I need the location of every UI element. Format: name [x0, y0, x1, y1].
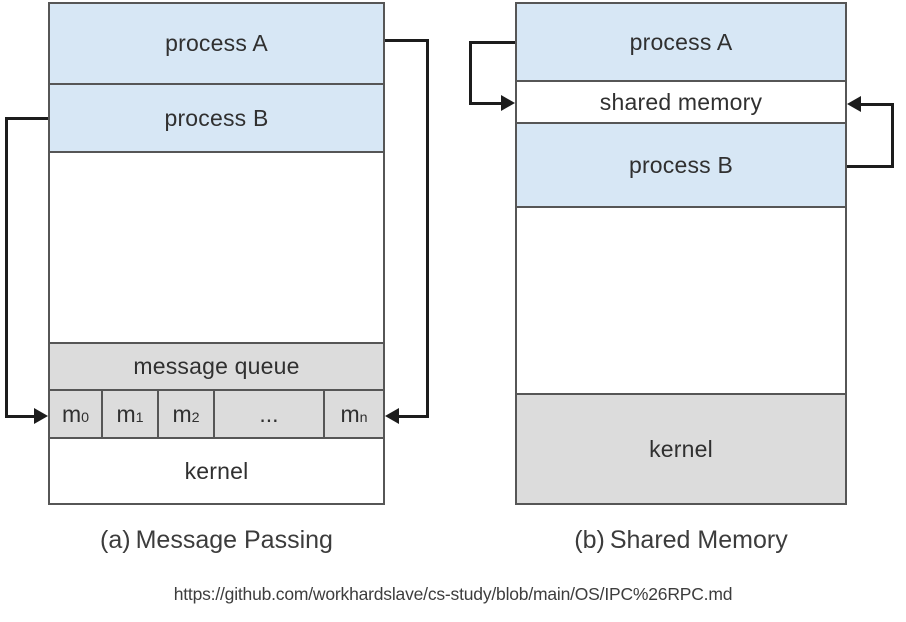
- arrowhead-icon: [34, 408, 48, 424]
- kernel-box-a: kernel: [50, 439, 383, 503]
- arrowhead-icon: [385, 408, 399, 424]
- arrow-segment: [469, 102, 503, 105]
- caption-shared-memory: (b) Shared Memory: [515, 523, 847, 557]
- process-b-box: process B: [50, 85, 383, 153]
- cell-label: m: [340, 400, 360, 427]
- source-url: https://github.com/workhardslave/cs-stud…: [173, 584, 733, 604]
- message-queue-box: message queue: [50, 344, 383, 391]
- empty-memory-region-b: [517, 208, 845, 395]
- cell-subscript: n: [359, 409, 368, 426]
- queue-cell-ellipsis: ...: [215, 391, 325, 437]
- arrow-segment: [426, 39, 429, 418]
- arrow-segment: [891, 103, 894, 168]
- caption-a-label: (a): [100, 525, 131, 554]
- process-a-box: process A: [50, 4, 383, 85]
- arrow-segment: [859, 103, 894, 106]
- process-b-box-b: process B: [517, 124, 845, 208]
- kernel-label-b: kernel: [649, 435, 713, 462]
- process-a-box-b: process A: [517, 4, 845, 82]
- arrow-segment: [397, 415, 429, 418]
- caption-b-text: Shared Memory: [609, 525, 788, 554]
- arrow-segment: [5, 415, 36, 418]
- process-b-label-b: process B: [628, 151, 734, 178]
- kernel-box-b: kernel: [517, 395, 845, 503]
- arrowhead-icon: [847, 96, 861, 112]
- arrow-segment: [847, 165, 894, 168]
- arrow-segment: [469, 41, 472, 105]
- arrow-segment: [5, 117, 8, 418]
- shared-memory-box: process A shared memory process B kernel: [515, 2, 847, 505]
- cell-label: ...: [259, 400, 279, 427]
- caption-a-text: Message Passing: [135, 525, 333, 554]
- shared-memory-label: shared memory: [599, 88, 763, 115]
- process-a-label: process A: [165, 30, 268, 56]
- cell-subscript: 0: [81, 409, 90, 426]
- arrowhead-icon: [501, 95, 515, 111]
- arrow-segment: [385, 39, 429, 42]
- kernel-label-a: kernel: [184, 457, 249, 484]
- process-b-label: process B: [164, 104, 269, 131]
- arrow-segment: [5, 117, 48, 120]
- shared-memory-region: shared memory: [517, 82, 845, 124]
- message-queue-label: message queue: [133, 353, 300, 379]
- empty-memory-region: [50, 153, 383, 344]
- arrow-segment: [469, 41, 515, 44]
- caption-b-label: (b): [574, 525, 605, 554]
- cell-label: m: [172, 400, 192, 427]
- cell-label: m: [61, 400, 82, 427]
- cell-label: m: [116, 400, 136, 427]
- caption-message-passing: (a) Message Passing: [48, 523, 385, 557]
- process-a-label-b: process A: [629, 28, 733, 55]
- cell-subscript: 1: [135, 409, 144, 426]
- cell-subscript: 2: [191, 409, 200, 426]
